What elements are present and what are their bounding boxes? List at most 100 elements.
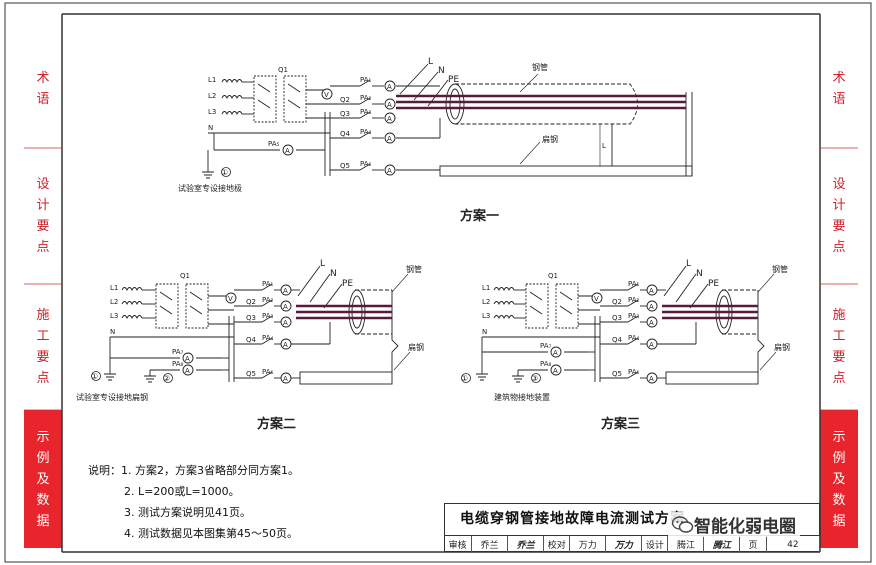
svg-text:A: A (649, 375, 654, 383)
svg-text:V: V (594, 295, 599, 303)
section-tab[interactable]: 术语 (24, 30, 62, 148)
svg-text:N: N (438, 66, 445, 76)
svg-text:钢管: 钢管 (406, 264, 422, 274)
drawing-title: 电缆穿钢管接地故障电流测试方案 (460, 511, 685, 527)
svg-text:PA₆: PA₆ (262, 368, 274, 376)
svg-text:PA₂: PA₂ (262, 296, 274, 304)
signature-cell: 乔兰 (508, 536, 545, 553)
svg-text:A: A (649, 287, 654, 295)
section-tab-char: 施 (832, 308, 846, 323)
title-block (444, 503, 820, 552)
svg-text:PA₁: PA₁ (360, 76, 372, 84)
svg-text:L: L (686, 259, 691, 269)
svg-text:A: A (553, 349, 558, 357)
svg-text:Q1: Q1 (278, 66, 288, 74)
note-line: 4. 测试数据见本图集第45～50页。 (124, 527, 298, 540)
svg-text:A: A (283, 303, 288, 311)
wechat-icon (672, 515, 694, 533)
signature-cell: 万力 (570, 536, 607, 553)
svg-text:L1: L1 (482, 284, 490, 292)
section-tab-char: 数 (832, 492, 846, 508)
section-tab[interactable]: 示例及数据 (820, 410, 858, 548)
section-tab[interactable]: 施工要点 (820, 284, 858, 410)
outer-border (4, 2, 872, 563)
section-tab-char: 语 (36, 92, 50, 107)
signature-cell: 设计 (642, 536, 669, 553)
svg-text:PA₄: PA₄ (262, 334, 274, 342)
svg-text:A: A (387, 135, 392, 143)
svg-text:Q5: Q5 (612, 370, 622, 378)
section-tab-char: 示 (36, 429, 50, 445)
svg-text:钢管: 钢管 (772, 264, 788, 274)
svg-text:A: A (387, 101, 392, 109)
label-L2: L2 (208, 92, 216, 100)
svg-text:①: ① (461, 374, 468, 383)
section-tab-char: 点 (832, 240, 846, 255)
scheme-2-title: 方案二 (257, 416, 296, 432)
section-tab[interactable]: 示例及数据 (24, 410, 62, 548)
svg-text:扁钢: 扁钢 (408, 342, 424, 352)
section-tab-char: 术 (832, 71, 846, 86)
svg-text:L2: L2 (482, 298, 490, 306)
label-L3: L3 (208, 108, 216, 116)
scheme-1-diagram: L1 L2 L3 N (178, 57, 693, 224)
ground-label-2: 试验室专设接地扁钢 (76, 392, 148, 402)
section-tab[interactable]: 设计要点 (820, 148, 858, 284)
section-tab-char: 施 (36, 308, 50, 323)
label-N: N (208, 124, 213, 132)
svg-text:Q2: Q2 (340, 96, 350, 104)
svg-text:Q5: Q5 (246, 370, 256, 378)
section-tab-char: 计 (832, 198, 846, 213)
section-tab-char: 要 (36, 219, 50, 234)
svg-text:PA₂: PA₂ (628, 296, 640, 304)
scheme-3-title: 方案三 (601, 416, 640, 432)
svg-text:A: A (649, 341, 654, 349)
section-tab-char: 例 (832, 450, 846, 466)
svg-text:①: ① (91, 372, 98, 381)
section-tab-char: 工 (832, 329, 846, 344)
svg-text:A: A (283, 287, 288, 295)
label-L1: L1 (208, 76, 216, 84)
section-tab-char: 要 (832, 219, 846, 234)
drawing-notes: 说明：1. 方案2，方案3省略部分同方案1。 2. L=200或L=1000。 … (88, 460, 299, 544)
svg-text:PA₅: PA₅ (268, 140, 280, 148)
svg-text:Q5: Q5 (340, 162, 350, 170)
svg-text:Q3: Q3 (340, 110, 350, 118)
svg-text:A: A (283, 319, 288, 327)
section-tab-char: 据 (36, 513, 50, 529)
section-tab-char: 示 (832, 429, 846, 445)
svg-text:PE: PE (342, 279, 353, 289)
svg-text:PA₆: PA₆ (360, 160, 372, 168)
svg-text:钢管: 钢管 (532, 62, 548, 72)
svg-text:A: A (283, 341, 288, 349)
svg-text:PA₃: PA₃ (628, 312, 640, 320)
svg-text:N: N (696, 269, 703, 279)
ground-label-3: 建筑物接地装置 (494, 392, 550, 402)
ground-label-1: 试验室专设接地极 (178, 183, 242, 193)
svg-text:A: A (649, 319, 654, 327)
section-tab[interactable]: 施工要点 (24, 284, 62, 410)
svg-text:PA₃: PA₃ (360, 108, 372, 116)
svg-text:①: ① (221, 168, 228, 177)
svg-text:PA₈: PA₈ (540, 360, 552, 368)
section-tab[interactable]: 设计要点 (24, 148, 62, 284)
section-tab[interactable]: 术语 (820, 30, 858, 148)
svg-text:A: A (649, 303, 654, 311)
svg-text:Q1: Q1 (548, 272, 558, 280)
svg-text:PA₇: PA₇ (540, 342, 552, 350)
svg-text:扁钢: 扁钢 (542, 134, 558, 144)
svg-text:V: V (324, 91, 329, 99)
svg-text:Q1: Q1 (180, 272, 190, 280)
svg-text:PE: PE (448, 75, 459, 85)
svg-text:A: A (185, 355, 190, 363)
svg-text:PA₁: PA₁ (628, 280, 640, 288)
svg-text:L3: L3 (110, 312, 118, 320)
svg-text:PA₆: PA₆ (628, 368, 640, 376)
svg-text:Q3: Q3 (612, 314, 622, 322)
svg-text:PE: PE (708, 279, 719, 289)
section-tab-char: 及 (36, 471, 50, 487)
signature-cell: 万力 (606, 536, 643, 553)
section-tab-char: 点 (36, 240, 50, 255)
